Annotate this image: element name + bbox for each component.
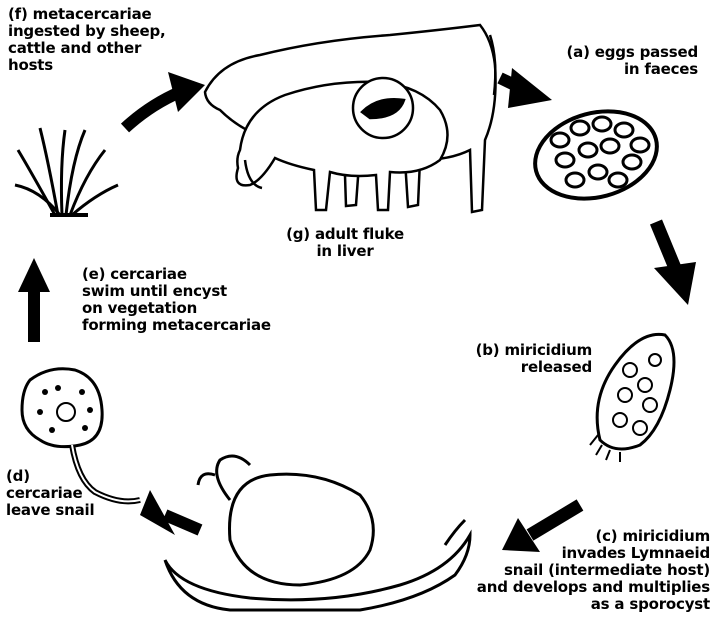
label-line: (f) metacercariae: [8, 6, 166, 23]
miracidium-icon: [590, 334, 674, 462]
eggs-icon: [525, 98, 667, 211]
label-line: (e) cercariae: [82, 266, 271, 283]
label-stage-e: (e) cercariae swim until encyst on veget…: [82, 266, 271, 334]
label-line: cercariae: [6, 485, 94, 502]
arrow-a-to-b: [654, 222, 696, 305]
label-line: forming metacercariae: [82, 317, 271, 334]
label-stage-c: (c) miricidium invades Lymnaeid snail (i…: [430, 528, 710, 613]
label-line: as a sporocyst: [430, 596, 710, 613]
label-line: (b) miricidium: [452, 342, 592, 359]
label-line: in faeces: [548, 61, 698, 78]
label-line: on vegetation: [82, 300, 271, 317]
label-line: snail (intermediate host): [430, 562, 710, 579]
label-stage-f: (f) metacercariae ingested by sheep, cat…: [8, 6, 166, 74]
arrow-e-to-f: [18, 258, 50, 342]
label-line: invades Lymnaeid: [430, 545, 710, 562]
label-line: (d): [6, 468, 94, 485]
label-line: in liver: [270, 243, 420, 260]
label-line: (c) miricidium: [430, 528, 710, 545]
grass-icon: [15, 128, 118, 215]
label-stage-a: (a) eggs passed in faeces: [548, 44, 698, 78]
label-line: ingested by sheep,: [8, 23, 166, 40]
label-line: swim until encyst: [82, 283, 271, 300]
label-line: leave snail: [6, 502, 94, 519]
label-line: hosts: [8, 57, 166, 74]
label-line: (a) eggs passed: [548, 44, 698, 61]
label-stage-b: (b) miricidium released: [452, 342, 592, 376]
arrow-f-to-g: [125, 72, 205, 128]
arrow-c-to-d: [140, 490, 200, 535]
sheep-cow-icon: [205, 25, 496, 212]
label-stage-g: (g) adult fluke in liver: [270, 226, 420, 260]
label-line: released: [452, 359, 592, 376]
label-line: and develops and multiplies: [430, 579, 710, 596]
label-line: cattle and other: [8, 40, 166, 57]
snail-icon: [165, 456, 470, 610]
arrow-g-to-a: [500, 68, 552, 108]
label-line: (g) adult fluke: [270, 226, 420, 243]
label-stage-d: (d) cercariae leave snail: [6, 468, 94, 519]
